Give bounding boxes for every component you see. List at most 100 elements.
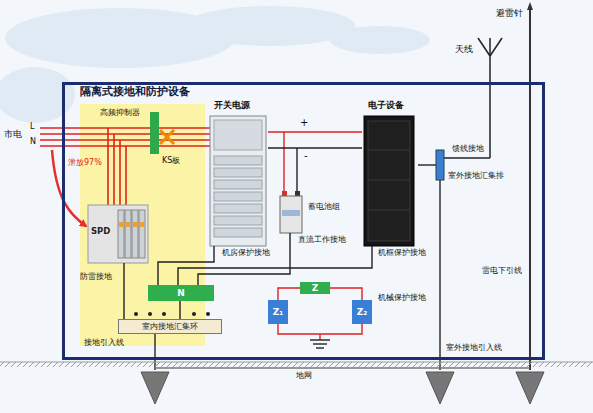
mains-lines xyxy=(40,145,210,147)
equipment-rack-drawing xyxy=(368,180,410,181)
annotation-label: 机框保护接地 xyxy=(378,249,426,258)
ground-stakes xyxy=(141,372,169,404)
impedance-box: Z xyxy=(300,282,330,294)
power-cabinet-drawing xyxy=(214,204,262,213)
node-text: 室内接地汇集环 xyxy=(142,322,198,331)
annotation-label: 接地引入线 xyxy=(84,339,124,348)
annotation-label: 高频抑制器 xyxy=(100,108,140,117)
ground-wire xyxy=(179,301,180,319)
battery-drawing xyxy=(282,210,300,216)
antenna xyxy=(444,38,502,158)
equipment-rack-drawing xyxy=(368,150,410,151)
spd-drawing xyxy=(133,222,137,227)
annotation-label: L xyxy=(30,122,34,131)
impedance-box: Z₂ xyxy=(352,300,372,324)
spd-drawing xyxy=(126,222,130,227)
impedance-ground-wires xyxy=(319,334,320,340)
equipment-rack-drawing xyxy=(368,210,410,211)
equipment-rack: 电子设备 xyxy=(362,100,418,246)
mains-lines xyxy=(40,133,210,135)
ground-symbol xyxy=(313,343,327,344)
battery-drawing xyxy=(280,191,302,233)
spd-module: SPD xyxy=(88,205,148,263)
annotation-label: 机械保护接地 xyxy=(378,294,426,303)
spd-drawing xyxy=(119,222,123,227)
lightning-rod xyxy=(527,2,533,10)
battery-drawing xyxy=(282,191,287,196)
ground-wire xyxy=(330,288,362,300)
node-text: 电子设备 xyxy=(368,100,404,110)
annotation-label: + xyxy=(300,117,308,129)
power-cabinet: 开关电源 xyxy=(208,100,268,246)
ground-wire xyxy=(158,246,214,285)
power-cabinet-drawing xyxy=(214,120,262,150)
annotation-label: 天线 xyxy=(455,44,473,54)
node-text: 蓄电池组 xyxy=(308,202,340,211)
battery-wire xyxy=(283,132,284,191)
battery-drawing xyxy=(280,196,302,233)
equipment-rack-drawing xyxy=(364,116,414,246)
ground-surface xyxy=(0,362,593,363)
ground-wire xyxy=(178,246,372,285)
ground-wire xyxy=(198,233,290,285)
ground-wire xyxy=(268,131,362,132)
ks-board-symbol xyxy=(160,130,174,144)
node-text: 室外接地汇集排 xyxy=(448,172,504,181)
power-cabinet-drawing xyxy=(214,216,262,225)
annotation-label: 直流工作接地 xyxy=(298,236,346,245)
power-cabinet-drawing xyxy=(214,192,262,201)
spd-drawing xyxy=(118,210,124,258)
ground-surface xyxy=(0,362,593,367)
power-cabinet-drawing xyxy=(210,116,266,246)
battery-bank: 蓄电池组 xyxy=(278,188,358,233)
annotation-label: - xyxy=(304,150,308,162)
node-text: Z xyxy=(312,283,319,293)
ground-stakes xyxy=(426,372,454,404)
terminal-dots xyxy=(148,312,152,316)
power-cabinet-drawing xyxy=(214,228,262,237)
annotation-label: 室外接地引入线 xyxy=(446,344,502,353)
ground-stakes xyxy=(141,372,544,404)
terminal-dots xyxy=(206,312,210,316)
world-map-backdrop xyxy=(185,6,355,46)
mains-lines xyxy=(40,127,210,129)
ks-board-symbol xyxy=(160,130,174,144)
terminal-dots xyxy=(162,312,166,316)
impedance-ground-wires xyxy=(278,324,362,340)
annotation-label: N xyxy=(30,137,36,146)
node-text: Z₂ xyxy=(357,307,367,317)
ground-ring: 室内接地汇集环 xyxy=(118,319,222,334)
outdoor-busbar: 室外接地汇集排 xyxy=(436,150,532,188)
equipment-rack-drawing xyxy=(368,121,410,241)
spd-drawing xyxy=(140,222,144,227)
annotation-label: 防雷接地 xyxy=(80,272,112,281)
outdoor-ground-lead xyxy=(439,180,441,370)
ground-stakes xyxy=(516,372,544,404)
ground-symbol xyxy=(316,347,324,348)
terminal-dots xyxy=(134,312,138,316)
antenna xyxy=(444,157,490,159)
node-text: 隔离式接地和防护设备 xyxy=(80,86,190,99)
annotation-label: 雷电下引线 xyxy=(482,266,522,275)
battery-wire xyxy=(296,148,297,191)
annotation-label: 机房保护接地 xyxy=(222,249,270,258)
ks-board-symbol xyxy=(160,130,174,144)
ground-wire xyxy=(418,164,436,165)
mains-lines xyxy=(113,134,115,205)
spd-drawing xyxy=(139,210,145,258)
equipment-rack-drawing xyxy=(364,116,414,246)
mains-lines xyxy=(119,140,121,205)
node-text: SPD xyxy=(91,227,110,237)
ground-wire xyxy=(278,288,300,300)
busbar-drawing xyxy=(436,150,444,180)
lightning-rod xyxy=(527,2,533,370)
impedance-ground-wires xyxy=(278,324,362,334)
earth-grid xyxy=(155,367,530,369)
power-cabinet-drawing xyxy=(214,168,262,177)
spd-drawing xyxy=(88,205,148,263)
mains-lines xyxy=(107,128,109,205)
